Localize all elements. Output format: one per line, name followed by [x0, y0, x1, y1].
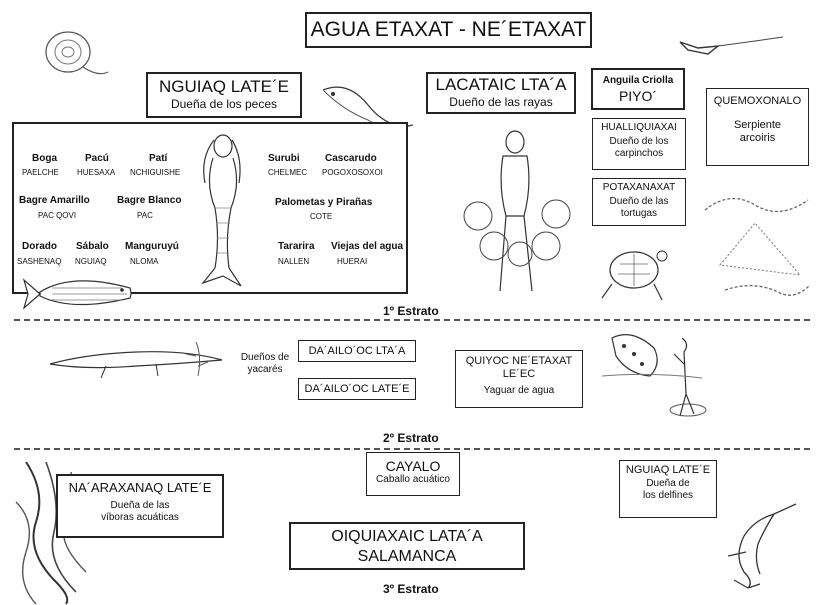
lacataic-figure-sketch [463, 130, 571, 292]
lacataic-name: LACATAIC LTA´A [435, 75, 567, 94]
fish-local-pacu: HUESAXA [77, 168, 116, 177]
fish-name-viejas: Viejas del agua [331, 241, 404, 252]
nguiaq-name: NGUIAQ LATE´E [158, 77, 290, 96]
fish-local-dorado: SASHENAQ [17, 257, 62, 266]
nguiaq-subtitle: Dueña de los peces [170, 97, 278, 111]
potaxanaxat-name: POTAXANAXAT [602, 182, 676, 193]
quiyoc-name: QUIYOC NE´ETAXAT LE´EC [465, 355, 573, 380]
fish-local-manguruyu: NLOMA [130, 257, 159, 266]
stratum-divider-2 [14, 448, 810, 450]
estrato-3-label: 3º Estrato [383, 582, 439, 596]
dailooc-lta-box: DA´AILO´OC LTA´A [298, 340, 416, 362]
fish-local-surubi: CHELMEC [268, 168, 308, 177]
quemoxonalo-name: QUEMOXONALO [713, 95, 802, 107]
fish-local-palometas: COTE [310, 212, 333, 221]
estrato-2-label: 2º Estrato [383, 431, 439, 445]
nguiaq-box: NGUIAQ LATE´E Dueña de los peces [146, 72, 302, 118]
anguila-name: Anguila Criolla [602, 75, 674, 86]
duenos-yacares-label: Dueños de yacarés [240, 352, 290, 375]
dailooc-late-box: DA´AILO´OC LATE´E [298, 378, 416, 400]
fish-local-bagre-amarillo: PAC QOVI [38, 211, 77, 220]
fish-name-palometas: Palometas y Pirañas [275, 197, 373, 208]
fish-name-cascarudo: Cascarudo [325, 153, 377, 164]
fish-local-viejas: HUERAI [337, 257, 368, 266]
oiquiaxaic-name: OIQUIAXAIC LATA´A SALAMANCA [331, 528, 483, 565]
nguiaq2-box: NGUIAQ LATE´E Dueña de los delfines [619, 460, 717, 518]
quemoxonalo-box: QUEMOXONALO Serpiente arcoiris [706, 88, 809, 166]
fish-sketch-bottom [22, 278, 132, 310]
dailooc-lta-name: DA´AILO´OC LTA´A [308, 345, 406, 357]
quiyoc-desc: Yaguar de agua [483, 385, 555, 396]
fish-local-tararira: NALLEN [278, 257, 310, 266]
fish-local-pati: NCHIGUISHE [130, 168, 181, 177]
cayalo-name: CAYALO [385, 458, 441, 474]
estrato-1-label: 1º Estrato [383, 304, 439, 318]
cayalo-desc: Caballo acuático [376, 474, 450, 485]
fish-local-sabalo: NGUIAQ [75, 257, 107, 266]
oiquiaxaic-box: OIQUIAXAIC LATA´A SALAMANCA [289, 522, 525, 570]
fish-name-dorado: Dorado [22, 241, 57, 252]
fish-name-surubi: Surubi [268, 153, 300, 164]
page-title: AGUA ETAXAT - NE´ETAXAT [310, 18, 587, 41]
naraxanaq-name: NA´ARAXANAQ LATE´E [68, 480, 212, 495]
hualliquiaxai-box: HUALLIQUIAXAI Dueño de los carpinchos [592, 118, 686, 170]
cayalo-box: CAYALO Caballo acuático [366, 452, 460, 496]
potaxanaxat-desc: Dueño de las tortugas [609, 196, 669, 219]
fish-local-cascarudo: POGOXOSOXOI [322, 168, 383, 177]
fish-name-sabalo: Sábalo [76, 241, 109, 252]
mermaid-sketch [201, 134, 242, 287]
fish-name-pati: Patí [149, 153, 168, 164]
fish-local-bagre-blanco: PAC [137, 211, 153, 220]
anguila-box: Anguila Criolla PIYO´ [591, 68, 685, 110]
dailooc-late-name: DA´AILO´OC LATE´E [304, 383, 410, 395]
naraxanaq-desc: Dueña de las víboras acuáticas [101, 500, 179, 523]
serpent-sketch [704, 198, 811, 296]
dolphin-sketch [727, 503, 797, 589]
anguila-local: PIYO´ [618, 88, 658, 104]
fish-name-tararira: Tararira [278, 241, 315, 252]
ray-sketch [679, 36, 784, 55]
naraxanaq-box: NA´ARAXANAQ LATE´E Dueña de las víboras … [56, 474, 224, 538]
hualliquiaxai-name: HUALLIQUIAXAI [601, 122, 677, 133]
quemoxonalo-desc: Serpiente arcoiris [733, 119, 782, 144]
title-box: AGUA ETAXAT - NE´ETAXAT [305, 12, 592, 48]
fish-local-boga: PAELCHE [22, 168, 59, 177]
lacataic-subtitle: Dueño de las rayas [449, 95, 553, 109]
fish-name-pacu: Pacú [85, 153, 109, 164]
jaguar-sketch [601, 334, 707, 417]
fish-name-bagre-amarillo: Bagre Amarillo [19, 195, 90, 206]
nguiaq2-name: NGUIAQ LATE´E [625, 464, 711, 476]
caiman-sketch [49, 341, 223, 379]
nguiaq2-desc: Dueña de los delfines [642, 478, 694, 501]
fish-panel [12, 122, 408, 294]
fish-name-bagre-blanco: Bagre Blanco [117, 195, 182, 206]
lacataic-box: LACATAIC LTA´A Dueño de las rayas [426, 72, 576, 114]
hualliquiaxai-desc: Dueño de los carpinchos [609, 136, 669, 159]
turtle-sketch [601, 250, 668, 301]
potaxanaxat-box: POTAXANAXAT Dueño de las tortugas [592, 178, 686, 226]
snail-sketch [45, 31, 109, 75]
fish-name-boga: Boga [32, 153, 57, 164]
quiyoc-box: QUIYOC NE´ETAXAT LE´EC Yaguar de agua [455, 350, 583, 408]
fish-name-manguruyu: Manguruyú [125, 241, 179, 252]
stratum-divider-1 [14, 319, 810, 321]
